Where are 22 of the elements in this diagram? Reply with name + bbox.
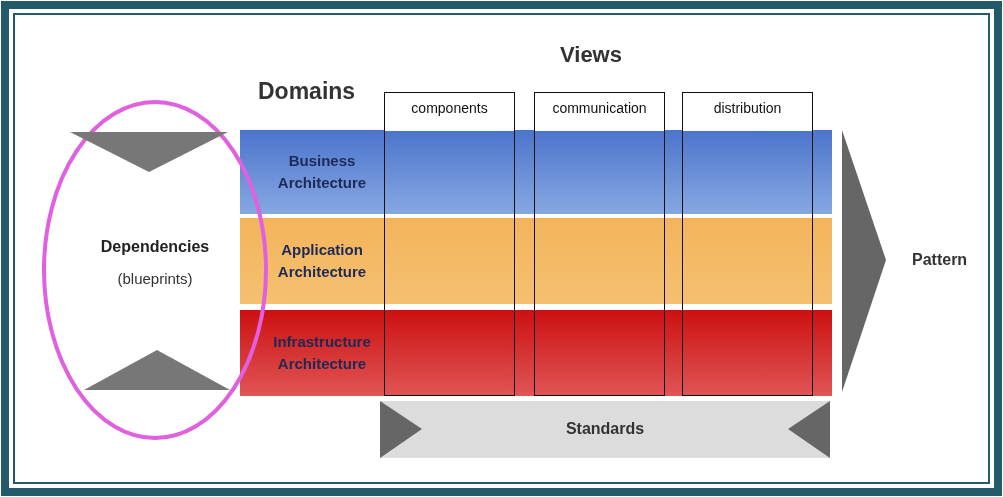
triangle-shape [84, 350, 230, 390]
ellipse-heading: Dependencies [100, 238, 210, 255]
views-heading: Views [560, 42, 622, 67]
view-column [534, 92, 665, 396]
view-column [384, 92, 515, 396]
domain-band [240, 310, 832, 396]
standards-bar [380, 401, 830, 458]
column-header: components [411, 100, 488, 116]
band-label: Business Architecture [276, 151, 368, 193]
band-label: Infrastructure Architecture [272, 332, 372, 374]
band-label: Application Architecture [276, 240, 368, 282]
view-column [682, 92, 813, 396]
column-header: communication [552, 100, 647, 116]
ellipse-subtitle: (blueprints) [117, 270, 193, 287]
dependencies-ellipse [42, 100, 268, 440]
domain-band [240, 218, 832, 304]
bar-label: Standards [565, 420, 645, 437]
column-header: distribution [713, 100, 782, 116]
triangle-shape [70, 132, 228, 172]
domains-heading: Domains [258, 78, 356, 104]
domain-band [240, 130, 832, 214]
pattern-label: Pattern [912, 251, 968, 268]
